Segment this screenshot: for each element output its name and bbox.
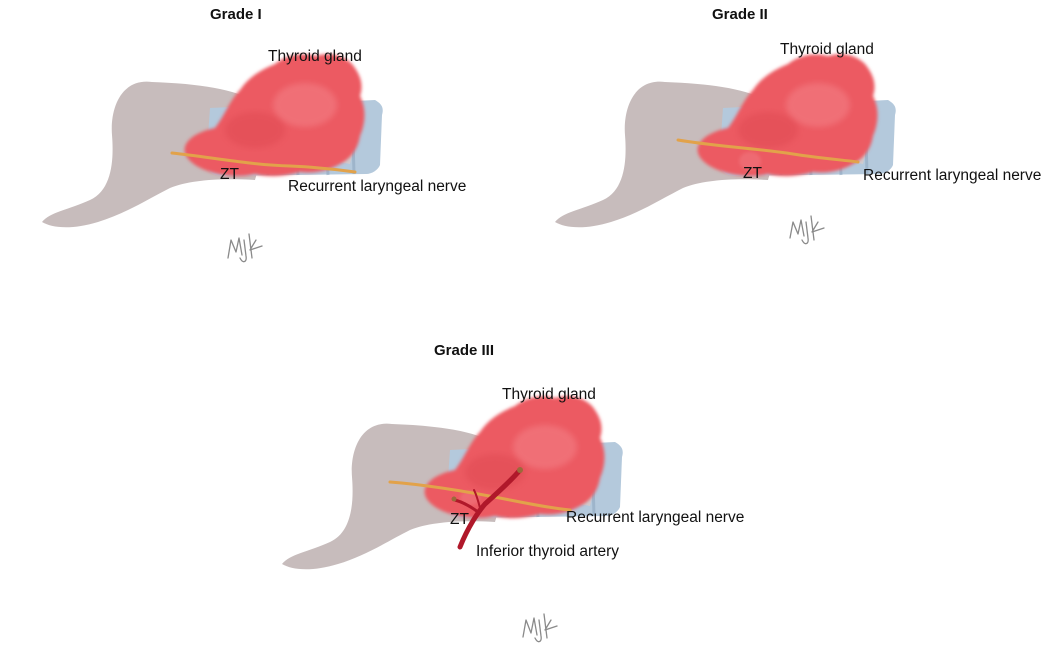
thyroid-gland xyxy=(184,54,365,177)
label-inferior-thyroid-artery: Inferior thyroid artery xyxy=(476,543,619,560)
signature xyxy=(789,215,825,245)
label-recurrent-laryngeal-nerve: Recurrent laryngeal nerve xyxy=(288,178,466,195)
label-zt: ZT xyxy=(743,165,762,182)
signature xyxy=(522,613,558,643)
panel-grade-1 xyxy=(42,54,383,228)
label-zt: ZT xyxy=(220,166,239,183)
thyroid-gland xyxy=(697,54,878,177)
recurrent-laryngeal-nerve xyxy=(676,138,860,164)
recurrent-laryngeal-nerve xyxy=(388,480,572,512)
panel-title: Grade III xyxy=(434,342,494,359)
label-recurrent-laryngeal-nerve: Recurrent laryngeal nerve xyxy=(566,509,744,526)
inferior-thyroid-artery xyxy=(451,467,523,550)
label-thyroid-gland: Thyroid gland xyxy=(502,386,596,403)
recurrent-laryngeal-nerve xyxy=(170,151,357,174)
zuckerkandl-tubercle xyxy=(739,152,761,170)
label-zt: ZT xyxy=(450,511,469,528)
panel-grade-2 xyxy=(555,54,896,228)
panel-title: Grade I xyxy=(210,6,262,23)
label-recurrent-laryngeal-nerve: Recurrent laryngeal nerve xyxy=(863,167,1041,184)
signature xyxy=(227,233,263,263)
label-thyroid-gland: Thyroid gland xyxy=(780,41,874,58)
label-thyroid-gland: Thyroid gland xyxy=(268,48,362,65)
panel-title: Grade II xyxy=(712,6,768,23)
panel-grade-3 xyxy=(282,396,623,570)
